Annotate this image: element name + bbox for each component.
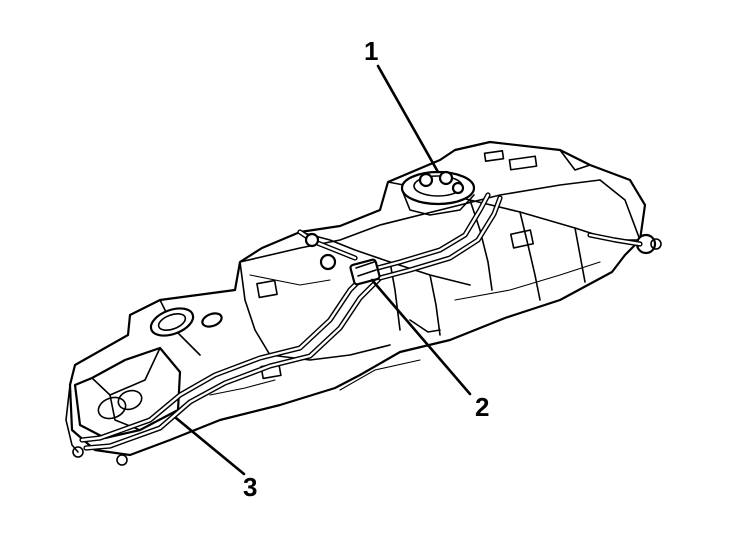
callout-3-leader	[174, 416, 246, 476]
fuel-pipe-bundle	[79, 192, 643, 451]
callout-2-label: 2	[475, 392, 489, 422]
fuel-sender-module	[400, 170, 476, 216]
callout-3-label: 3	[243, 472, 257, 502]
callout-2-leader	[370, 278, 472, 396]
fuel-line-connector	[304, 232, 381, 286]
callout-1-label: 1	[364, 36, 378, 66]
callout-1-leader	[376, 64, 440, 174]
